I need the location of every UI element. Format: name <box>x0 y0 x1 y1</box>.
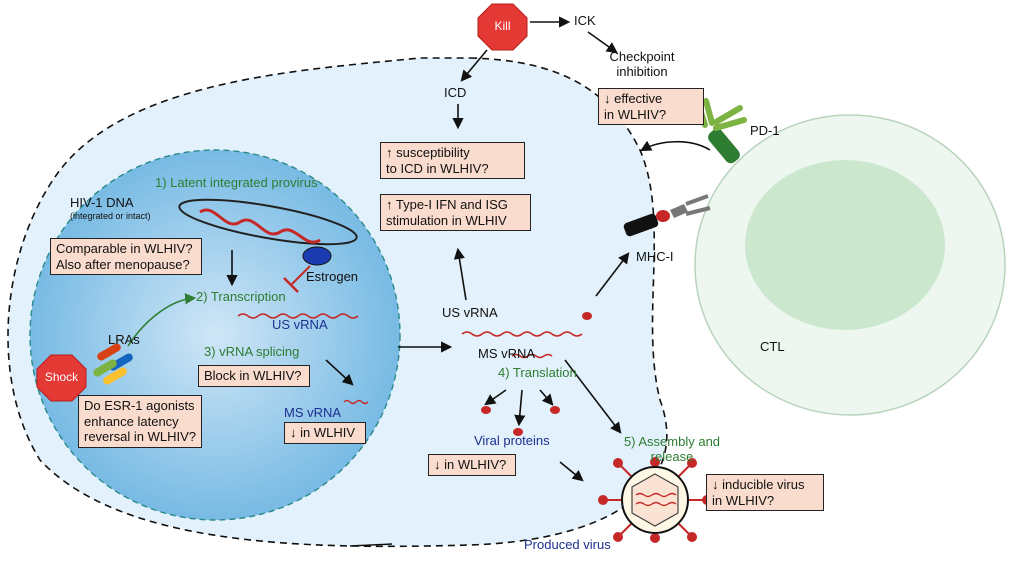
provirus-dna-icon <box>178 198 358 246</box>
step-1-label: 1) Latent integrated provirus <box>155 175 318 190</box>
arrow-translation-2 <box>514 389 526 427</box>
step-2-label: 2) Transcription <box>196 289 286 304</box>
viral-proteins-label: Viral proteins <box>474 433 550 448</box>
hiv-dna-sublabel: (integrated or intact) <box>70 211 151 221</box>
arrow-ick-to-checkpoint <box>587 31 618 54</box>
us-vrna-cytoplasm-label: US vRNA <box>442 305 498 320</box>
box-checkpoint-line-2: in WLHIV? <box>604 106 667 122</box>
ctl-label: CTL <box>760 339 785 354</box>
hiv-dna-label: HIV-1 DNA <box>70 195 134 210</box>
kill-label: Kill <box>494 19 511 33</box>
box-hiv-dna-line-1: Comparable in WLHIV? <box>56 241 193 256</box>
provirus-helix-icon <box>199 208 321 244</box>
box-checkpoint: ↓ effective in WLHIV? <box>598 88 704 126</box>
box-icd-line-1: ↑ susceptibility <box>386 145 470 160</box>
membrane-dash-mark <box>349 543 393 547</box>
arrow-translation-3 <box>539 389 554 406</box>
shock-stop-sign-icon <box>36 354 87 402</box>
ctl-nucleus <box>745 160 945 330</box>
box-inducible-line-1: ↓ inducible virus <box>712 477 805 492</box>
us-vrna-cytoplasm-icon <box>461 331 583 337</box>
kill-stop-sign-icon <box>477 3 528 51</box>
box-esr1: Do ESR-1 agonists enhance latency revers… <box>78 395 202 448</box>
arrow-splicing-to-ms-vrna <box>325 359 354 386</box>
estrogen-inhibition-bar <box>283 277 299 293</box>
step-4-label: 4) Translation <box>498 365 577 380</box>
box-esr1-line-3: reversal in WLHIV? <box>84 429 196 445</box>
box-inducible-line-2: in WLHIV? <box>712 492 775 508</box>
step-5-line-2: release <box>650 448 694 464</box>
box-inducible-virus: ↓ inducible virus in WLHIV? <box>706 474 824 512</box>
us-vrna-nuclear-label: US vRNA <box>272 317 328 332</box>
box-icd-line-2: to ICD in WLHIV? <box>386 160 489 176</box>
box-ifn-line-1: ↑ Type-I IFN and ISG <box>386 197 508 212</box>
mhc-i-icon <box>623 194 711 237</box>
box-viral-proteins: ↓ in WLHIV? <box>428 454 516 476</box>
icd-label: ICD <box>444 85 467 100</box>
ms-vrna-cytoplasm-label: MS vRNA <box>478 346 536 361</box>
box-ifn-line-2: stimulation in WLHIV <box>386 212 507 228</box>
step-5-label: 5) Assembly and release <box>622 434 722 465</box>
shock-label: Shock <box>44 370 79 384</box>
us-vrna-nuclear-icon <box>237 313 359 319</box>
box-esr1-line-2: enhance latency <box>84 413 179 429</box>
ms-vrna-nuclear-label: MS vRNA <box>284 405 342 420</box>
estrogen-inhibition-line <box>291 265 311 285</box>
box-hiv-dna-line-2: Also after menopause? <box>56 256 190 272</box>
arrow-protein-to-mhc <box>595 252 630 297</box>
estrogen-icon <box>302 246 332 266</box>
box-hiv-dna: Comparable in WLHIV? Also after menopaus… <box>50 238 202 276</box>
checkpoint-inhibition-label: Checkpoint inhibition <box>592 49 692 80</box>
box-ifn: ↑ Type-I IFN and ISG stimulation in WLHI… <box>380 194 531 232</box>
arrow-lras-to-transcription <box>127 293 197 347</box>
box-icd: ↑ susceptibility to ICD in WLHIV? <box>380 142 525 180</box>
box-splicing: Block in WLHIV? <box>198 365 310 387</box>
lras-label: LRAs <box>108 332 140 347</box>
viral-protein-dots-icon <box>481 312 592 436</box>
estrogen-label: Estrogen <box>306 269 359 284</box>
arrow-pd-1-to-cell <box>640 140 711 152</box>
pd-1-antibody-icon <box>694 96 747 164</box>
ick-label: ICK <box>574 13 596 28</box>
checkpoint-line-1: Checkpoint <box>609 49 675 64</box>
arrow-us-vrna-to-ifn <box>453 247 467 301</box>
box-ms-vrna: ↓ in WLHIV <box>284 422 366 444</box>
mhc-i-label: MHC-I <box>636 249 674 264</box>
ms-vrna-nuclear-icon <box>343 399 369 405</box>
box-esr1-line-1: Do ESR-1 agonists <box>84 398 195 413</box>
arrow-kill-to-icd <box>460 49 488 82</box>
produced-virus-icon <box>598 457 712 543</box>
step-5-line-1: 5) Assembly and <box>623 434 721 449</box>
lra-pills-icon <box>93 343 133 385</box>
pd-1-label: PD-1 <box>750 123 780 138</box>
produced-virus-label: Produced virus <box>524 537 611 552</box>
step-3-label: 3) vRNA splicing <box>204 344 300 359</box>
arrow-ms-vrna-to-assembly <box>564 359 622 434</box>
checkpoint-line-2: inhibition <box>616 63 668 79</box>
ms-vrna-cytoplasm-icon <box>511 353 553 359</box>
box-checkpoint-line-1: ↓ effective <box>604 91 663 106</box>
arrow-proteins-to-virus <box>559 461 584 482</box>
arrow-translation-1 <box>484 389 507 406</box>
